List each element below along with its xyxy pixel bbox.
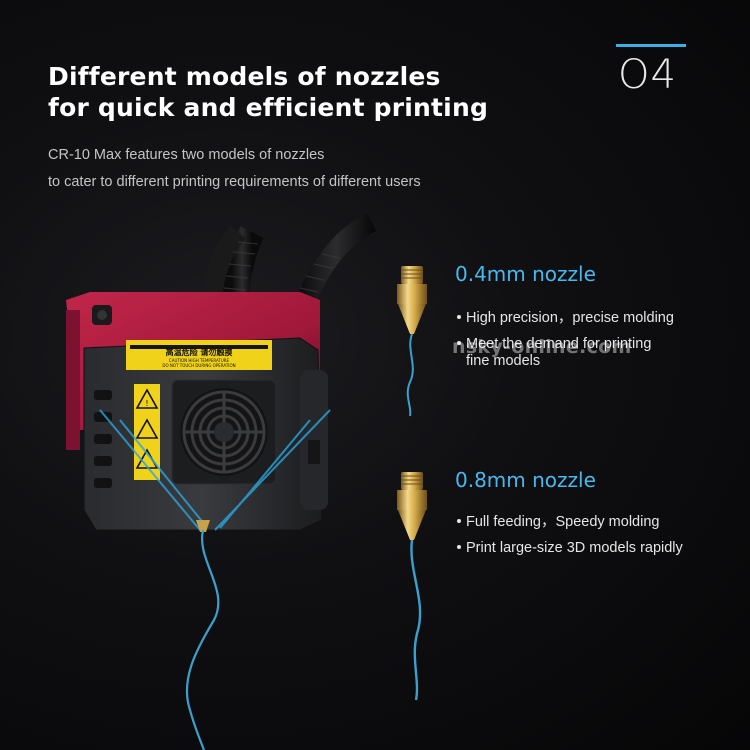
sticker-text-line3: DO NOT TOUCH DURING OPERATION <box>162 363 235 368</box>
nozzle-1-feature-2: Meet the demand for printing <box>457 335 651 353</box>
subtitle-line-2: to cater to different printing requireme… <box>48 174 421 190</box>
svg-text:!: ! <box>145 399 148 408</box>
hotend-icon: 高温危险 请勿触摸 CAUTION HIGH TEMPERATURE DO NO… <box>83 337 331 532</box>
nozzle-2-feature-2: Print large-size 3D models rapidly <box>457 539 683 557</box>
nozzle-icon <box>397 266 427 417</box>
nozzle-1-feature-2-continued: fine models <box>466 353 541 369</box>
nozzle-1-title: 0.4mm nozzle <box>455 262 596 286</box>
bullet-icon <box>457 340 461 345</box>
filament-icon <box>185 529 220 750</box>
nozzle-2-feature-1: Full feeding，Speedy molding <box>457 513 659 531</box>
feature-text: Full feeding，Speedy molding <box>466 514 660 530</box>
headline-line-1: Different models of nozzles <box>48 62 441 91</box>
headline-line-2: for quick and efficient printing <box>48 93 489 122</box>
fan-icon <box>171 379 277 485</box>
nozzle-2-title: 0.8mm nozzle <box>455 468 596 492</box>
nozzle-icon <box>397 472 427 701</box>
feature-text: High precision，precise molding <box>466 310 674 326</box>
subtitle-line-1: CR-10 Max features two models of nozzles <box>48 147 325 163</box>
bullet-icon <box>457 544 461 549</box>
section-accent-line <box>616 44 686 47</box>
watermark: nsky-online.com <box>452 336 632 358</box>
nozzle-1-feature-1: High precision，precise molding <box>457 309 674 327</box>
bullet-icon <box>457 314 461 319</box>
sticker-text-cn: 高温危险 请勿触摸 <box>166 347 233 357</box>
section-number: O4 <box>618 52 677 98</box>
bullet-icon <box>457 518 461 523</box>
sticker-text-line2: CAUTION HIGH TEMPERATURE <box>169 358 230 363</box>
feature-text: Meet the demand for printing <box>466 336 652 352</box>
feature-text: Print large-size 3D models rapidly <box>466 540 683 556</box>
